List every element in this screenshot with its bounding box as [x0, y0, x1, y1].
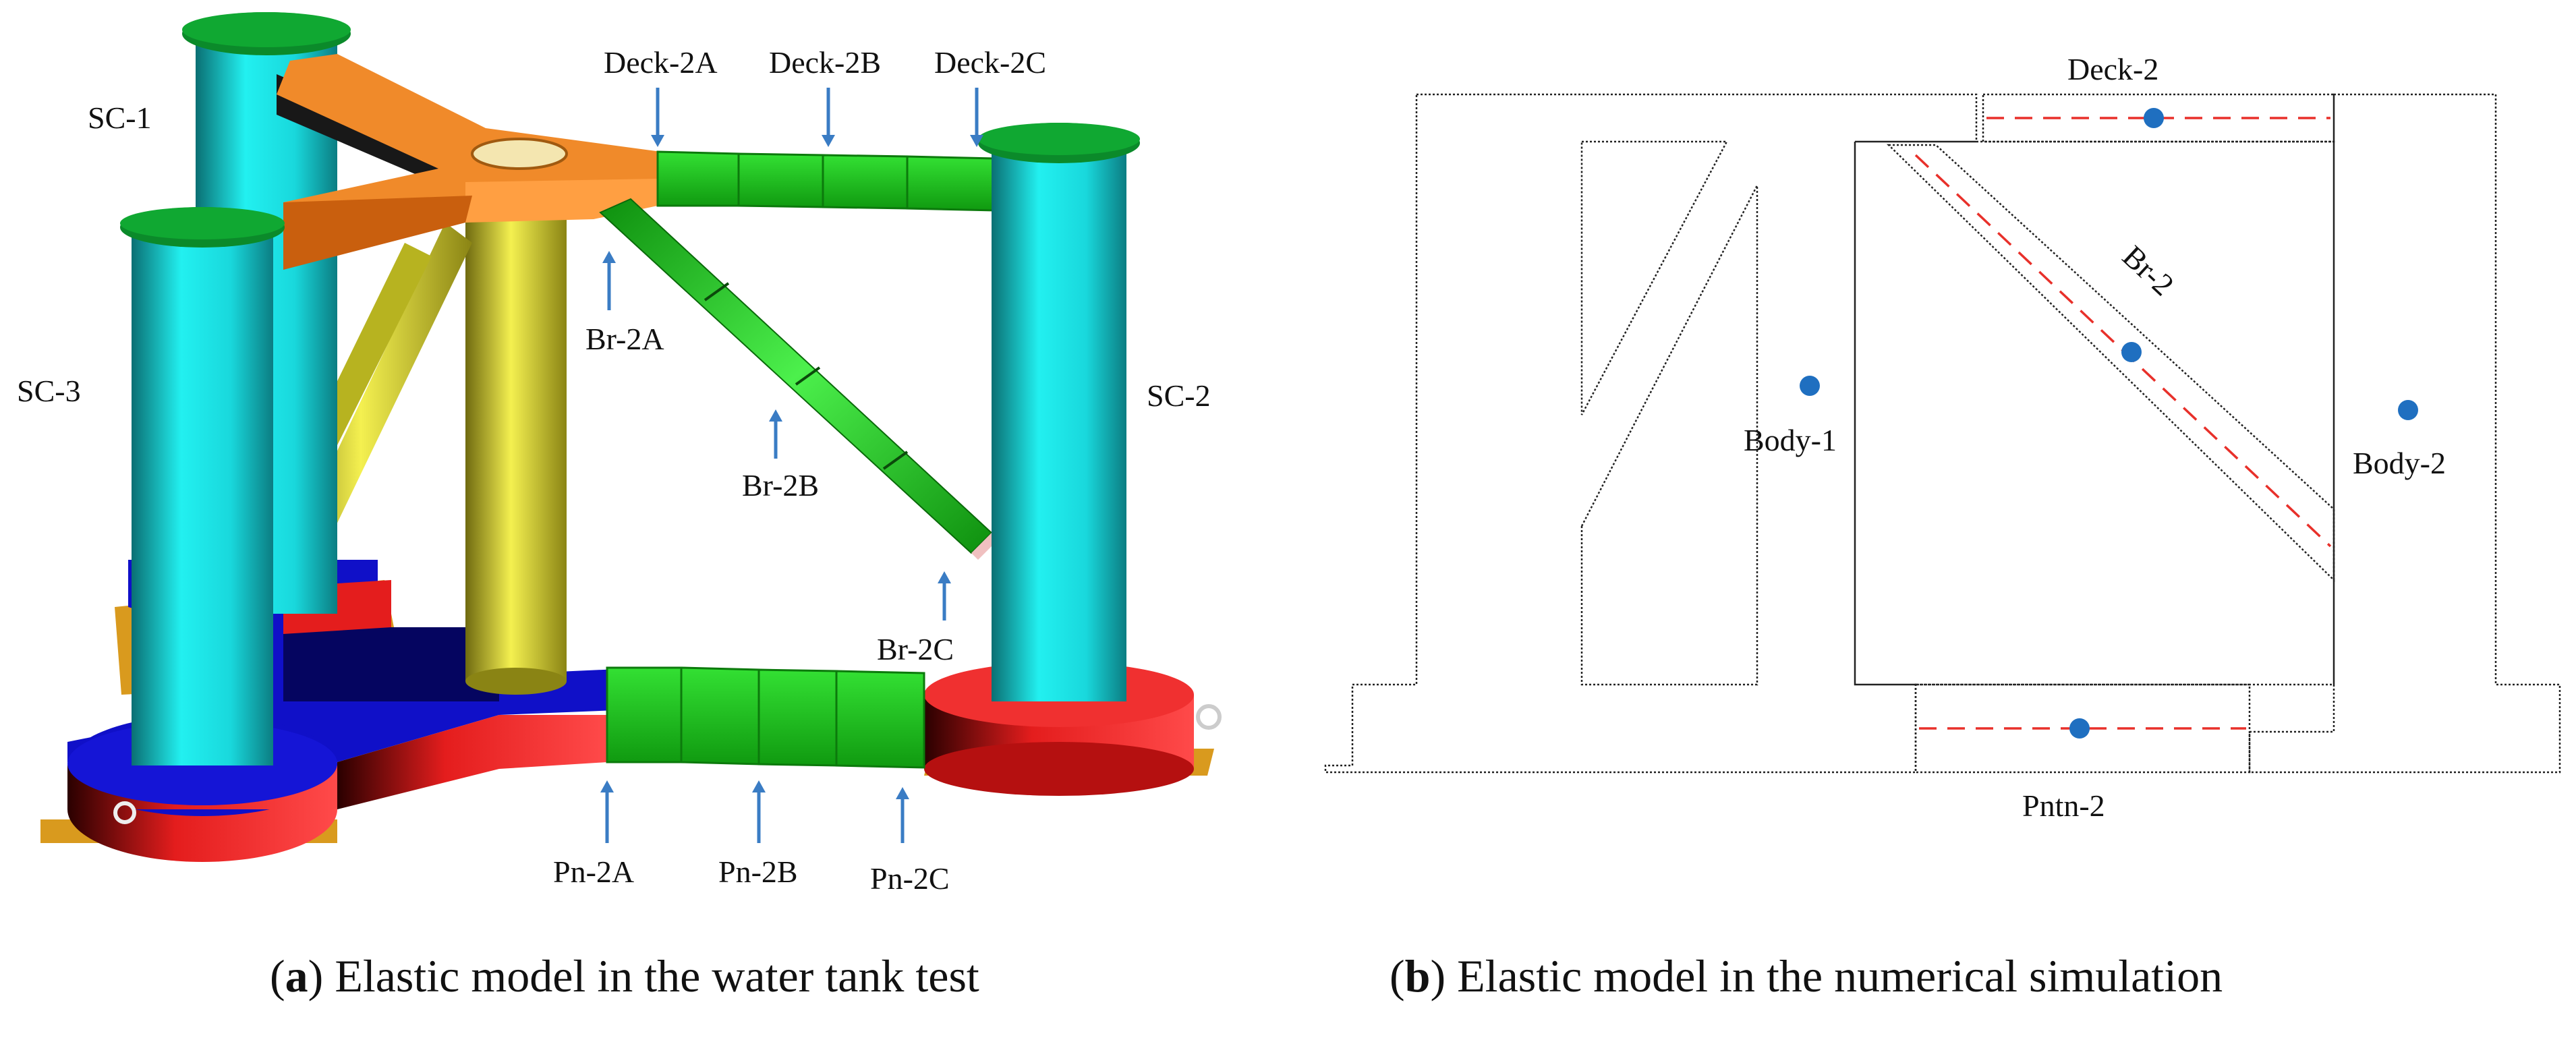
- deck-center-hole: [471, 138, 568, 170]
- pntn-2-element: [1914, 683, 2251, 774]
- arrow-deck-2a-head: [651, 135, 664, 147]
- column-yellow-rear-bottom: [465, 668, 567, 695]
- label-br-2: Br-2: [2116, 239, 2181, 302]
- column-sc3-top-face: [120, 207, 285, 239]
- node-deck-2: [2144, 108, 2164, 128]
- column-sc2: [992, 142, 1126, 701]
- label-br-2c: Br-2C: [877, 632, 954, 666]
- body-1-outline: [1324, 93, 1978, 774]
- panel-b-labels: Deck-2 Br-2 Body-1 Body-2 Pntn-2: [1744, 52, 2446, 823]
- arrow-pn-2c-head: [896, 787, 909, 799]
- deck-segment-2a: [656, 150, 740, 207]
- column-sc2-top-face: [978, 123, 1140, 155]
- label-pntn-2: Pntn-2: [2022, 788, 2105, 823]
- label-deck-2a: Deck-2A: [604, 45, 718, 80]
- deck-segment-2c: [906, 155, 996, 212]
- arrow-br-2b-head: [769, 409, 782, 422]
- label-sc3: SC-3: [17, 374, 81, 408]
- node-body-2: [2398, 400, 2418, 420]
- brace-joint-3: [882, 451, 909, 470]
- label-body-2: Body-2: [2353, 446, 2446, 480]
- label-deck-2b: Deck-2B: [769, 45, 881, 80]
- node-body-1: [1800, 376, 1820, 396]
- column-yellow-rear: [465, 209, 567, 681]
- brace-joint-1: [704, 282, 730, 301]
- lifting-eye-left-icon: [113, 801, 136, 824]
- panel-a-arrows: [600, 88, 983, 843]
- label-pn-2a: Pn-2A: [553, 855, 634, 889]
- label-sc1: SC-1: [88, 100, 152, 135]
- arrow-br-2a-head: [602, 251, 616, 263]
- pontoon-segment-2a2: [680, 666, 760, 765]
- br-2-element: [1886, 144, 2335, 582]
- arrow-br-2c-head: [938, 571, 951, 583]
- deck-segment-2b: [822, 154, 909, 210]
- label-br-2b: Br-2B: [742, 468, 819, 502]
- label-body-1: Body-1: [1744, 423, 1837, 457]
- label-sc2: SC-2: [1147, 378, 1211, 413]
- pontoon-shadow: [283, 627, 499, 701]
- pontoon-segment-2b: [757, 668, 838, 767]
- pontoon-red-right-bottom: [924, 742, 1194, 796]
- node-br-2: [2121, 342, 2142, 362]
- brace-joint-2: [795, 366, 821, 386]
- body-1-inner-lower: [1580, 185, 1758, 686]
- arrow-pn-2a-head: [600, 780, 614, 792]
- deck-orange-top: [277, 54, 661, 243]
- pontoon-segment-2c: [835, 670, 925, 769]
- body-1-inner-upper: [1580, 140, 1729, 415]
- panel-b-model: [1324, 93, 2561, 774]
- pontoon-segment-2a: [606, 666, 683, 763]
- label-pn-2b: Pn-2B: [718, 855, 798, 889]
- label-deck-2: Deck-2: [2067, 52, 2158, 86]
- deck-orange-lower: [283, 196, 472, 270]
- arrow-deck-2c-head: [970, 135, 983, 147]
- column-sc1-top-face: [182, 12, 351, 47]
- label-deck-2c: Deck-2C: [934, 45, 1046, 80]
- label-br-2a: Br-2A: [585, 322, 664, 356]
- deck-segments: [656, 150, 996, 212]
- column-sc3: [132, 226, 273, 765]
- arrow-deck-2b-head: [822, 135, 835, 147]
- caption-a: (a) Elastic model in the water tank test: [270, 950, 979, 1002]
- label-pn-2c: Pn-2C: [870, 861, 950, 896]
- deck-segment-2a2: [737, 152, 824, 208]
- panel-a-labels: SC-1 SC-3 SC-2 Deck-2A Deck-2B Deck-2C B…: [17, 45, 1211, 896]
- node-pntn-2: [2069, 718, 2090, 739]
- pontoon-segments: [606, 666, 925, 769]
- pontoon-red-front: [337, 715, 607, 809]
- body-2-outline: [2248, 93, 2561, 774]
- center-frame: [1854, 140, 2335, 686]
- lifting-eye-right-icon: [1196, 704, 1222, 730]
- caption-b: (b) Elastic model in the numerical simul…: [1390, 950, 2223, 1002]
- arrow-pn-2b-head: [752, 780, 766, 792]
- panel-a-model: [40, 12, 1222, 862]
